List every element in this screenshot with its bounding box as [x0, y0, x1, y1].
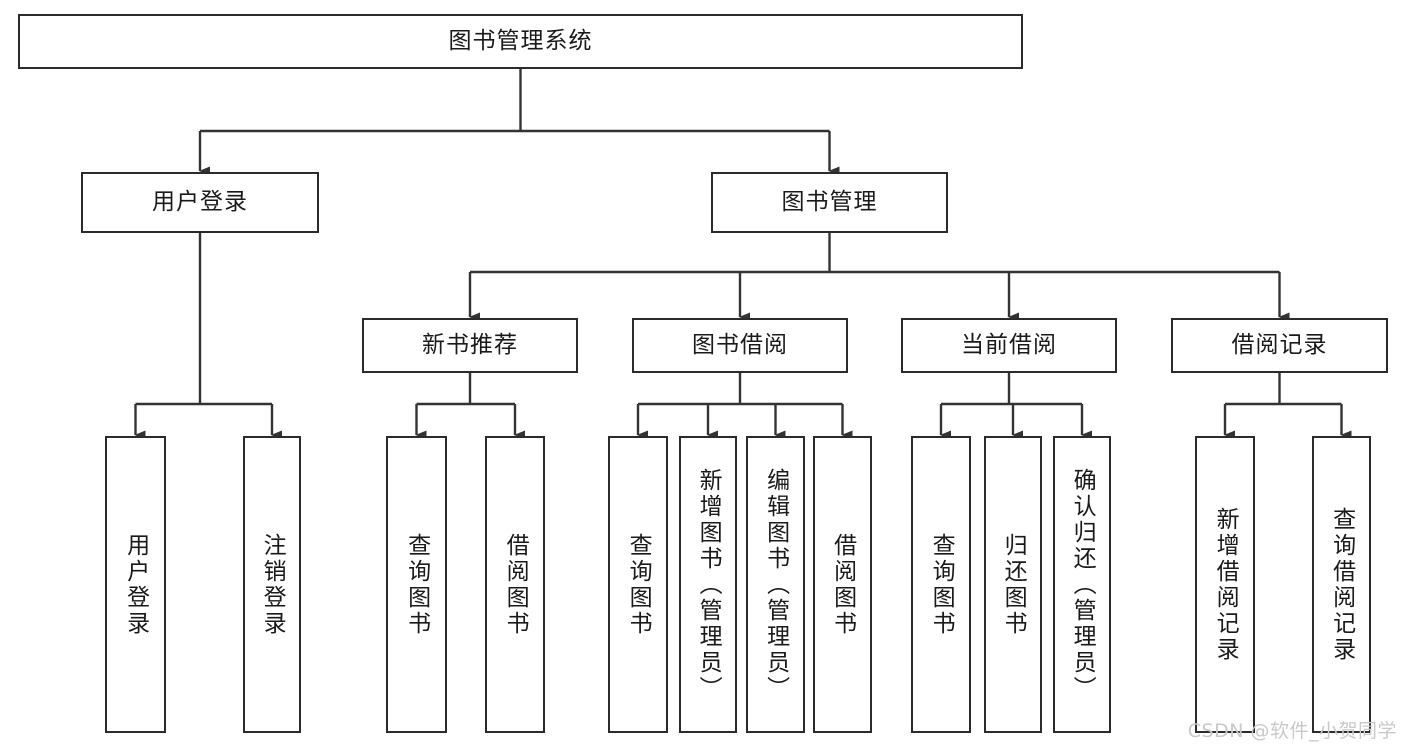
node-label: 查询图书: [403, 532, 430, 637]
node-book-manage[interactable]: 图书管理: [711, 172, 948, 233]
watermark-text: CSDN @软件_小贺同学: [1187, 720, 1397, 742]
node-leaf-add-record[interactable]: 新增借阅记录: [1195, 436, 1255, 733]
node-label: 图书借阅: [692, 331, 788, 358]
node-label: 查询借阅记录: [1328, 506, 1355, 663]
node-label: 图书管理: [781, 188, 878, 215]
node-label: 编辑图书（管理员）: [762, 467, 789, 702]
node-new-book-recommend[interactable]: 新书推荐: [362, 318, 578, 373]
node-label: 用户登录: [122, 532, 149, 637]
node-leaf-borrow-book-2[interactable]: 借阅图书: [813, 436, 872, 733]
node-leaf-query-book-1[interactable]: 查询图书: [386, 436, 447, 733]
node-book-borrow[interactable]: 图书借阅: [632, 318, 848, 373]
node-leaf-query-book-3[interactable]: 查询图书: [911, 436, 971, 733]
node-label: 借阅图书: [502, 532, 529, 637]
node-leaf-query-book-2[interactable]: 查询图书: [608, 436, 668, 733]
node-leaf-edit-book[interactable]: 编辑图书（管理员）: [746, 436, 805, 733]
node-current-borrow[interactable]: 当前借阅: [901, 318, 1117, 373]
node-label: 新增图书（管理员）: [695, 467, 722, 702]
node-label: 借阅记录: [1231, 331, 1328, 358]
node-label: 归还图书: [1000, 532, 1027, 637]
node-label: 用户登录: [152, 188, 248, 215]
node-label: 查询图书: [928, 532, 955, 637]
node-label: 新增借阅记录: [1212, 506, 1239, 663]
node-label: 确认归还（管理员）: [1069, 467, 1096, 702]
node-label: 新书推荐: [422, 331, 518, 358]
node-leaf-add-book[interactable]: 新增图书（管理员）: [679, 436, 737, 733]
node-leaf-logout[interactable]: 注销登录: [243, 436, 301, 733]
node-leaf-return-book[interactable]: 归还图书: [984, 436, 1042, 733]
node-label: 注销登录: [259, 532, 286, 637]
node-label: 借阅图书: [829, 532, 856, 637]
node-leaf-confirm-return[interactable]: 确认归还（管理员）: [1053, 436, 1111, 733]
node-label: 查询图书: [625, 532, 652, 637]
node-leaf-query-record[interactable]: 查询借阅记录: [1312, 436, 1371, 733]
node-label: 图书管理系统: [448, 27, 593, 54]
node-root[interactable]: 图书管理系统: [18, 14, 1023, 69]
node-leaf-user-login[interactable]: 用户登录: [105, 436, 166, 733]
node-label: 当前借阅: [961, 331, 1057, 358]
node-user-login[interactable]: 用户登录: [81, 172, 319, 233]
node-leaf-borrow-book-1[interactable]: 借阅图书: [485, 436, 545, 733]
node-borrow-record[interactable]: 借阅记录: [1171, 318, 1388, 373]
